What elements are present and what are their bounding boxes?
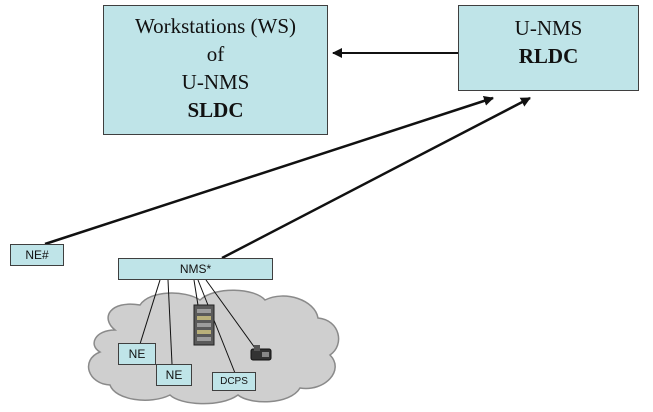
cloud-ne2-label: NE <box>165 368 183 382</box>
arrow-ne-to-rldc <box>44 96 494 246</box>
ws-line2: of <box>206 42 225 66</box>
arrow-nms-to-rldc <box>221 96 531 260</box>
ne-hash-box: NE# <box>10 244 64 266</box>
rldc-line2: RLDC <box>518 44 579 68</box>
ws-line4: SLDC <box>187 98 244 122</box>
cloud-ne1-label: NE <box>128 347 146 361</box>
ws-line3: U-NMS <box>181 70 250 94</box>
cloud-ne2-box: NE <box>156 364 192 386</box>
ws-sldc-box: Workstations (WS) of U-NMS SLDC <box>103 5 328 135</box>
link-nms-phone <box>205 279 256 349</box>
nms-box: NMS* <box>118 258 273 280</box>
link-nms-ne2 <box>167 279 173 365</box>
link-nms-ne1 <box>139 279 161 345</box>
rldc-box: U-NMS RLDC <box>458 5 639 91</box>
cloud-ne1-box: NE <box>118 343 156 365</box>
ne-hash-label: NE# <box>25 248 49 262</box>
network-cloud <box>87 289 340 405</box>
rldc-line1: U-NMS <box>514 16 583 40</box>
phone-icon <box>250 345 272 361</box>
link-nms-dcps <box>197 279 236 374</box>
cloud-dcps-box: DCPS <box>212 372 256 391</box>
server-rack-icon <box>193 304 215 346</box>
cloud-dcps-label: DCPS <box>220 376 248 387</box>
ws-line1: Workstations (WS) <box>134 14 297 38</box>
nms-label: NMS* <box>179 262 212 276</box>
